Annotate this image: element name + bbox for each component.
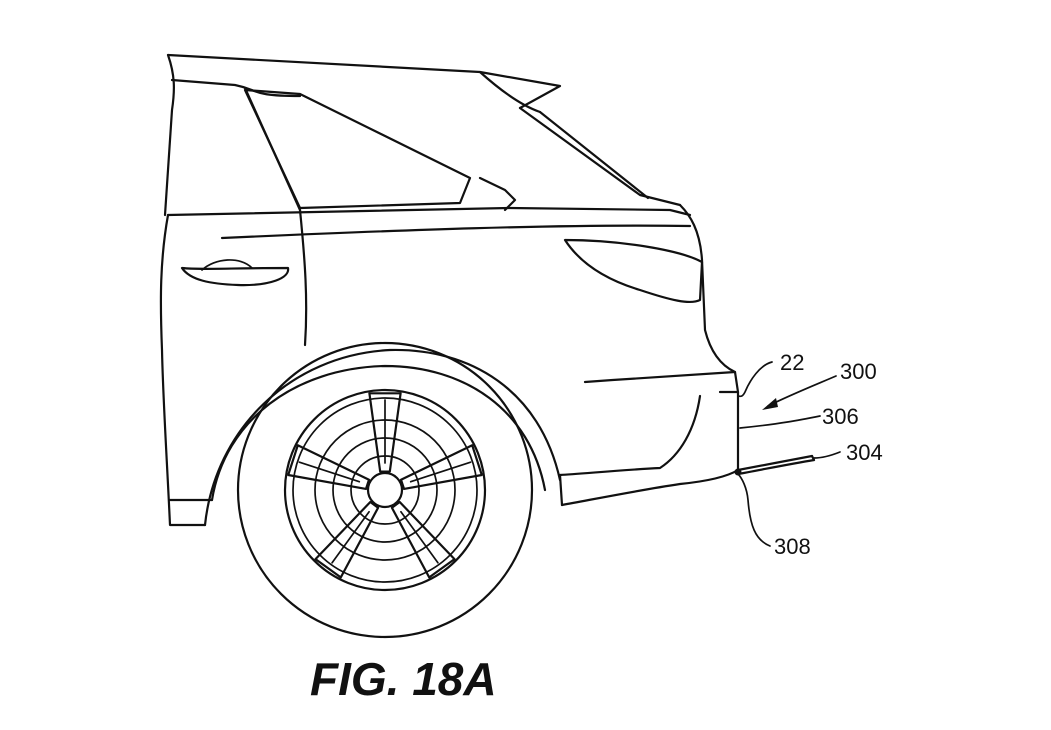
- wheel-spoke-groove: [409, 461, 472, 483]
- vehicle-rear-body: [159, 53, 740, 527]
- wheel-spoke-groove: [331, 510, 370, 564]
- leader-308: [737, 473, 771, 547]
- wheel-spoke: [399, 444, 483, 490]
- rear-wheel: [236, 341, 534, 639]
- wheel-spokes: [287, 392, 483, 579]
- figure-caption: FIG. 18A: [310, 653, 497, 705]
- wheel-spoke: [314, 500, 380, 579]
- ref-22: 22: [780, 350, 804, 375]
- wheel-spoke-groove: [298, 461, 361, 483]
- wheel-spoke: [368, 392, 402, 473]
- leader-304: [813, 451, 841, 459]
- arrow-300-head: [762, 398, 778, 410]
- ref-308: 308: [774, 534, 811, 559]
- arrow-300: [767, 375, 837, 407]
- leader-lines: [737, 361, 841, 547]
- wheel-spoke-groove: [400, 510, 439, 564]
- leader-22: [737, 361, 773, 398]
- ref-300: 300: [840, 359, 877, 384]
- leader-306: [739, 415, 821, 429]
- ref-306: 306: [822, 404, 859, 429]
- hitch-assembly: [734, 454, 816, 476]
- ref-304: 304: [846, 440, 883, 465]
- wheel-spoke: [390, 500, 456, 579]
- wheel-spoke: [287, 444, 371, 490]
